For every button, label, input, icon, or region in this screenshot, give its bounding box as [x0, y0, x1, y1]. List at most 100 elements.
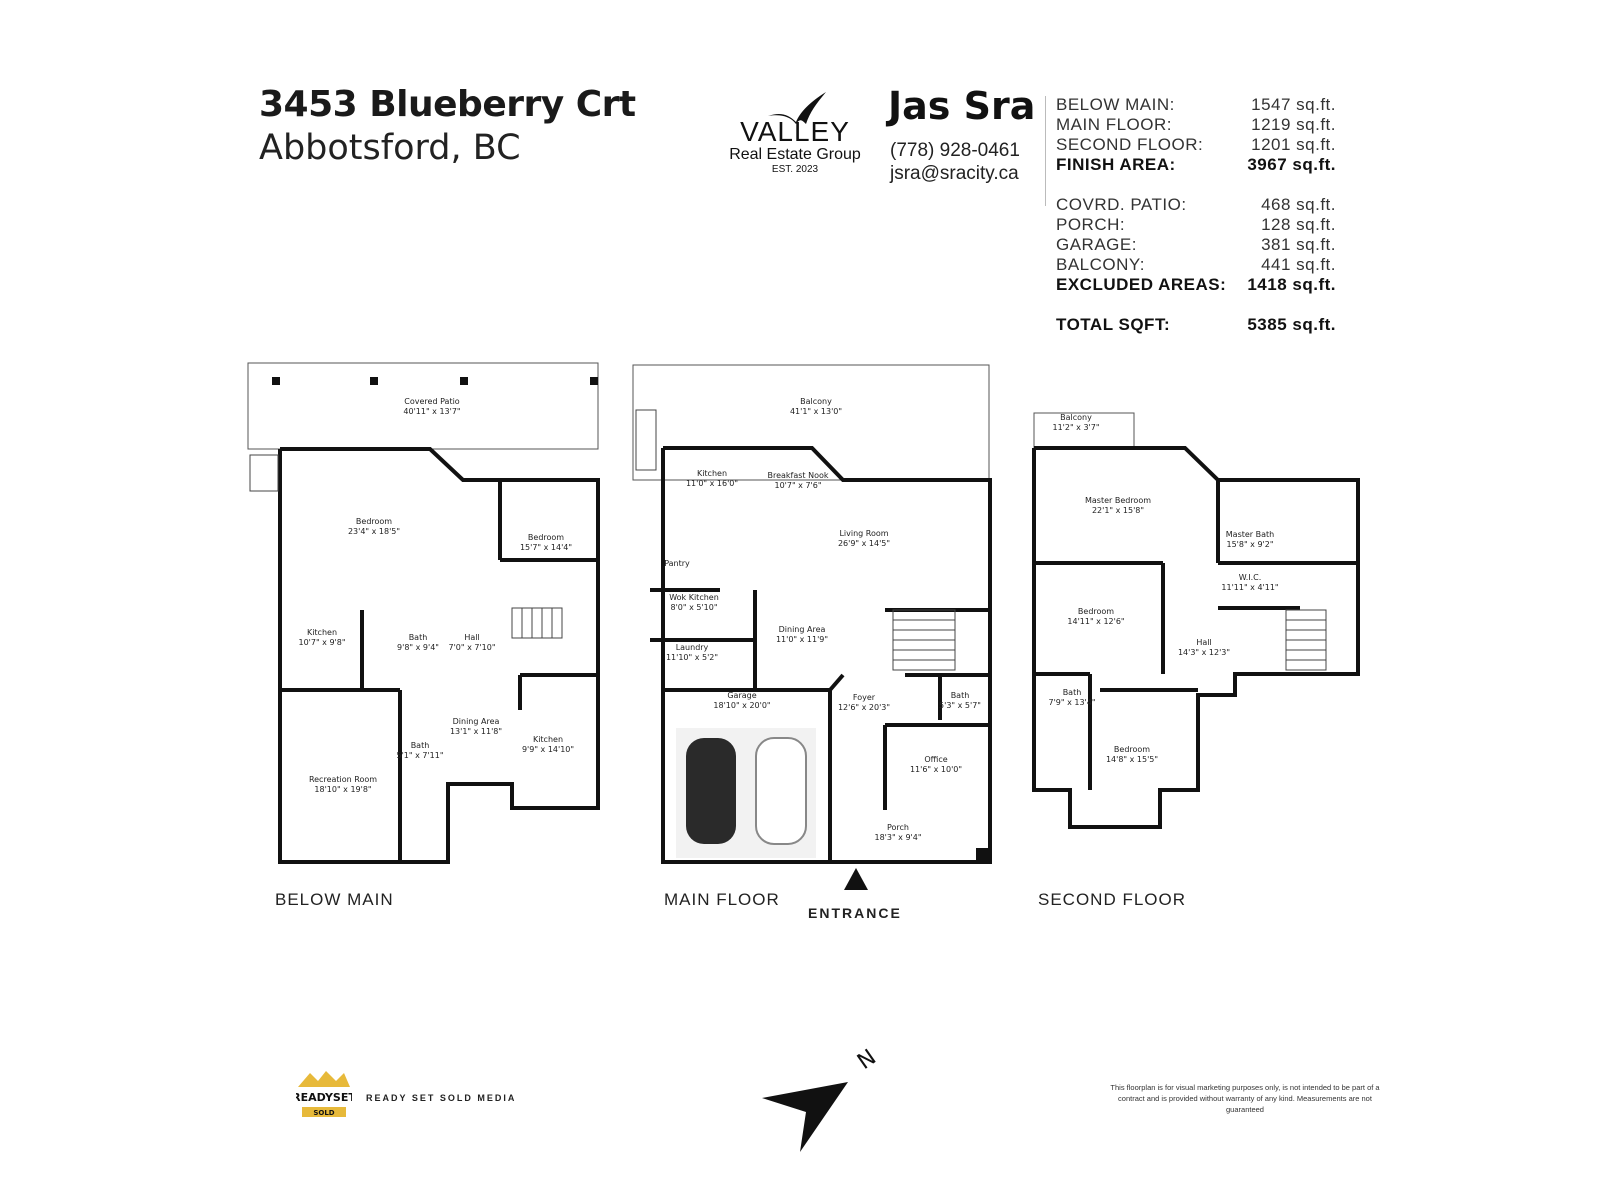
room-name: W.I.C.: [1239, 573, 1262, 582]
room-dimensions: 11'11" x 4'11": [1221, 583, 1278, 592]
entrance-label: ENTRANCE: [808, 905, 902, 921]
room-dimensions: 18'10" x 20'0": [713, 701, 770, 710]
room-dimensions: 14'8" x 15'5": [1106, 755, 1158, 764]
room-name: Dining Area: [779, 625, 826, 634]
floor-label-below-main: BELOW MAIN: [275, 890, 394, 909]
floor-main-walls: [632, 364, 992, 864]
area-value: 128 sq.ft.: [1261, 215, 1336, 234]
area-label: EXCLUDED AREAS:: [1056, 275, 1227, 294]
logo-bottom-text: SOLD: [313, 1109, 334, 1117]
room-dimensions: 11'6" x 10'0": [910, 765, 962, 774]
car-dark-icon: [686, 738, 736, 844]
room-name: Hall: [1196, 638, 1211, 647]
room-name: Kitchen: [307, 628, 337, 637]
entrance-arrow-icon: [844, 868, 868, 890]
room-dimensions: 40'11" x 13'7": [403, 407, 460, 416]
north-compass-icon: N: [762, 1045, 881, 1152]
room-dimensions: 14'3" x 12'3": [1178, 648, 1230, 657]
room-name: Bath: [409, 633, 428, 642]
area-label: GARAGE:: [1056, 235, 1137, 254]
area-label: PORCH:: [1056, 215, 1126, 234]
room-name: Covered Patio: [404, 397, 460, 406]
room-name: Recreation Room: [309, 775, 377, 784]
floor-label-second: SECOND FLOOR: [1038, 890, 1187, 909]
area-value: 441 sq.ft.: [1261, 255, 1336, 274]
media-company-name: READY SET SOLD MEDIA: [366, 1093, 517, 1103]
room-dimensions: 11'2" x 3'7": [1052, 423, 1099, 432]
room-name: Kitchen: [697, 469, 727, 478]
room-name: Breakfast Nook: [767, 471, 828, 480]
floor-label-main: MAIN FLOOR: [664, 890, 780, 909]
room-name: Bath: [951, 691, 970, 700]
room-name: Pantry: [664, 559, 690, 568]
area-label: BALCONY:: [1056, 255, 1146, 274]
car-white-icon: [755, 737, 807, 845]
room-dimensions: 10'7" x 7'6": [774, 481, 821, 490]
room-name: Living Room: [839, 529, 888, 538]
floor-second-walls: [1032, 412, 1360, 829]
room-name: Bedroom: [356, 517, 392, 526]
room-dimensions: 18'3" x 9'4": [874, 833, 921, 842]
room-dimensions: 18'10" x 19'8": [314, 785, 371, 794]
area-value: 468 sq.ft.: [1261, 195, 1336, 214]
room-name: Foyer: [853, 693, 876, 702]
area-row: BALCONY: 441 sq.ft.: [1056, 255, 1336, 275]
room-dimensions: 14'11" x 12'6": [1067, 617, 1124, 626]
room-dimensions: 7'9" x 13'4": [1048, 698, 1095, 707]
area-row: COVRD. PATIO: 468 sq.ft.: [1056, 195, 1336, 215]
room-name: Bedroom: [528, 533, 564, 542]
room-name: Laundry: [676, 643, 709, 652]
room-dimensions: 11'0" x 16'0": [686, 479, 738, 488]
room-name: Bedroom: [1078, 607, 1114, 616]
header-divider: [1045, 96, 1046, 206]
area-row: SECOND FLOOR:1201 sq.ft.: [1056, 135, 1336, 155]
area-value: 3967 sq.ft.: [1247, 155, 1336, 174]
room-name: Kitchen: [533, 735, 563, 744]
room-dimensions: 15'8" x 9'2": [1226, 540, 1273, 549]
disclaimer: This floorplan is for visual marketing p…: [1110, 1083, 1380, 1114]
room-dimensions: 9'8" x 9'4": [397, 643, 439, 652]
area-value: 5385 sq.ft.: [1247, 315, 1336, 334]
room-dimensions: 8'0" x 5'10": [670, 603, 717, 612]
brokerage-est: EST. 2023: [771, 164, 819, 175]
area-label: COVRD. PATIO:: [1056, 195, 1187, 214]
room-name: Dining Area: [453, 717, 500, 726]
area-row: TOTAL SQFT:5385 sq.ft.: [1056, 315, 1336, 335]
brokerage-logo: VALLEY Real Estate Group EST. 2023: [720, 88, 870, 188]
room-name: Garage: [727, 691, 756, 700]
agent-phone: (778) 928-0461: [890, 140, 1020, 161]
area-row: EXCLUDED AREAS:1418 sq.ft.: [1056, 275, 1336, 295]
area-row: GARAGE: 381 sq.ft.: [1056, 235, 1336, 255]
room-name: Bath: [1063, 688, 1082, 697]
patio-posts: [272, 377, 990, 864]
brokerage-subtitle: Real Estate Group: [729, 146, 861, 163]
room-name: Bath: [411, 741, 430, 750]
address-line-1: 3453 Blueberry Crt: [259, 84, 636, 125]
room-dimensions: 41'1" x 13'0": [790, 407, 842, 416]
room-dimensions: 9'9" x 14'10": [522, 745, 574, 754]
area-row: FINISH AREA: 3967 sq.ft.: [1056, 155, 1336, 175]
area-value: 381 sq.ft.: [1261, 235, 1336, 254]
room-dimensions: 15'7" x 14'4": [520, 543, 572, 552]
agent-name: Jas Sra: [888, 84, 1036, 128]
room-name: Hall: [464, 633, 479, 642]
compass-north-letter: N: [853, 1045, 881, 1075]
area-label: SECOND FLOOR:: [1056, 135, 1204, 154]
room-name: Master Bath: [1226, 530, 1274, 539]
area-row: BELOW MAIN:1547 sq.ft.: [1056, 95, 1336, 115]
room-name: Bedroom: [1114, 745, 1150, 754]
room-dimensions: 22'1" x 15'8": [1092, 506, 1144, 515]
area-row: PORCH: 128 sq.ft.: [1056, 215, 1336, 235]
room-dimensions: 13'1" x 11'8": [450, 727, 502, 736]
garage-cars: [676, 728, 816, 858]
room-name: Wok Kitchen: [669, 593, 719, 602]
area-label: FINISH AREA:: [1056, 155, 1176, 174]
room-dimensions: 26'9" x 14'5": [838, 539, 890, 548]
room-name: Balcony: [1060, 413, 1092, 422]
room-name: Balcony: [800, 397, 832, 406]
area-row: MAIN FLOOR:1219 sq.ft.: [1056, 115, 1336, 135]
area-value: 1219 sq.ft.: [1251, 115, 1336, 134]
room-name: Office: [924, 755, 947, 764]
stairs: [249, 409, 1327, 671]
